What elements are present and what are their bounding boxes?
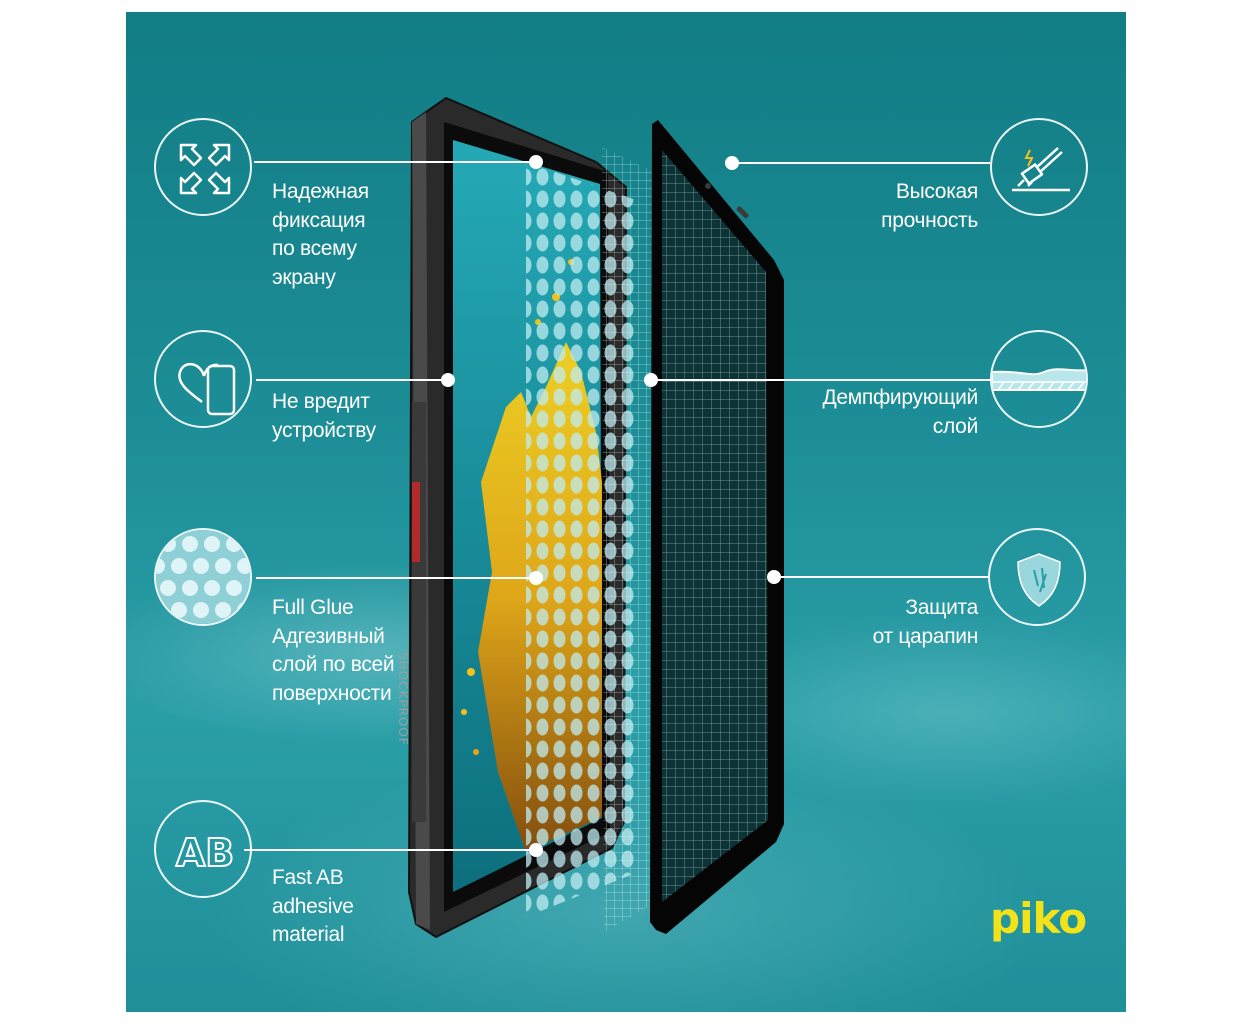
ab-adhesive-icon: AB [154,800,252,898]
hammer-icon [990,118,1088,216]
damping-layer-icon [990,330,1088,428]
feature-label-fast-ab: Fast AB adhesive material [272,866,354,946]
infographic-panel: Надежная фиксация по всему экрану Не вре… [126,12,1126,1012]
feature-label-scratch: Защита от царапин [872,596,979,648]
connector-lines [244,155,990,857]
shield-icon [988,528,1086,626]
feature-label-safe: Не вредит устройству [272,390,376,442]
feature-label-damping: Демпфирующий слой [822,386,978,438]
feature-label-fixation: Надежная фиксация по всему экрану [272,180,369,289]
grid-layer [602,147,656,932]
ab-icon-text: AB [176,831,234,875]
device-illustration [244,96,990,939]
feature-label-full-glue: Full Glue Адгезивный слой по всей поверх… [272,596,395,705]
device-side-text: SHOCKPROOF [396,652,410,746]
expand-arrows-icon [154,118,252,216]
heart-device-icon [154,330,252,428]
glass-protector [650,120,784,934]
feature-label-strength: Высокая прочность [881,180,978,232]
piko-logo: piko [990,894,1087,943]
dots-pattern-icon [154,528,252,626]
